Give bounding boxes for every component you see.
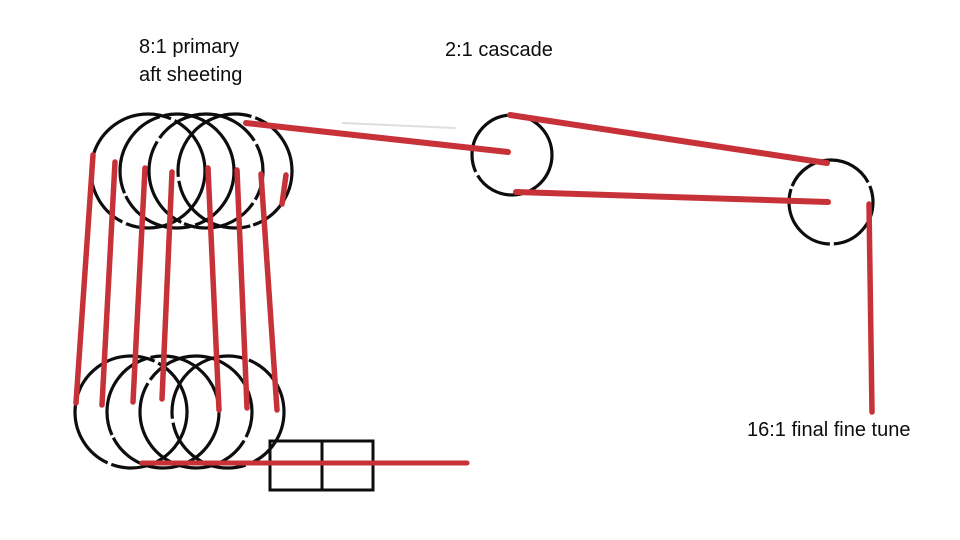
label-primary-line1: 8:1 primary (139, 36, 240, 58)
rope-purchase-strand-7 (258, 171, 280, 413)
sheave-circle-cascade-block (470, 113, 554, 197)
rope-primary-to-cascade (243, 120, 511, 155)
rope-purchase-strand-2 (99, 159, 118, 408)
rope-purchase-strand-3 (130, 165, 148, 405)
rope-purchase-strand-1 (73, 152, 96, 406)
sheave-circle-primary-top-block (176, 112, 294, 230)
rope-purchase-strand-8 (279, 172, 289, 207)
label-fine-tune: 16:1 final fine tune (747, 419, 911, 441)
rope-purchase-strand-4 (159, 169, 175, 402)
sheave-circle-primary-bottom-block (73, 354, 189, 470)
sheave-circle-primary-bottom-block (170, 354, 286, 470)
rope-purchase-strand-6 (234, 167, 250, 411)
sheave-circle-primary-top-block (147, 112, 265, 230)
rope-cascade-bottom-run (513, 189, 831, 205)
label-cascade: 2:1 cascade (445, 39, 553, 61)
label-primary-purchase: 8:1 primary aft sheeting (139, 33, 242, 89)
label-primary-line2: aft sheeting (139, 64, 243, 86)
rope-purchase-strand-5 (205, 165, 222, 413)
rope-cascade-top-run (507, 112, 830, 166)
faint-stray-line (342, 122, 456, 129)
sheave-circle-primary-bottom-block (138, 354, 254, 470)
sheave-circle-primary-top-block (118, 112, 236, 230)
rope-fine-tune-drop (866, 201, 875, 415)
